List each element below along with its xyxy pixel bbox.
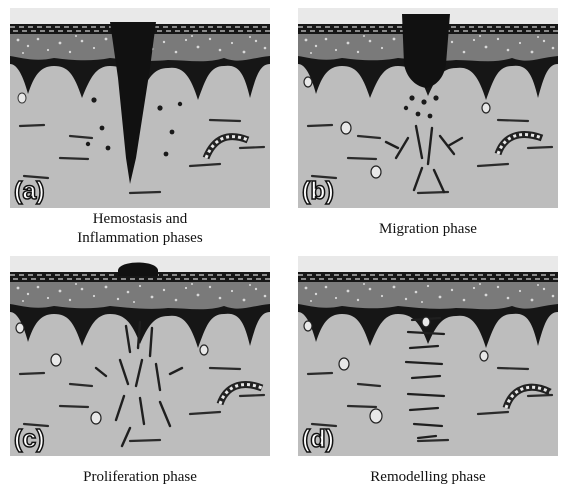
caption-hemostasis: Hemostasis and Inflammation phases <box>10 210 270 248</box>
caption-line-2: Inflammation phases <box>10 229 270 248</box>
panel-label-c: (c) <box>14 425 45 454</box>
skin-illustration-d <box>298 256 558 456</box>
caption-remodelling: Remodelling phase <box>298 468 558 487</box>
caption-proliferation: Proliferation phase <box>10 468 270 487</box>
panel-migration: (b) <box>298 8 558 208</box>
panel-proliferation: (c) <box>10 256 270 456</box>
skin-illustration-a <box>10 8 270 208</box>
panel-label-b: (b) <box>302 177 334 206</box>
caption-line-1: Hemostasis and <box>10 210 270 229</box>
caption-migration: Migration phase <box>298 220 558 239</box>
panel-label-a: (a) <box>14 177 45 206</box>
panel-hemostasis: (a) <box>10 8 270 208</box>
skin-illustration-c <box>10 256 270 456</box>
skin-illustration-b <box>298 8 558 208</box>
panel-label-d: (d) <box>302 425 334 454</box>
panel-remodelling: (d) <box>298 256 558 456</box>
